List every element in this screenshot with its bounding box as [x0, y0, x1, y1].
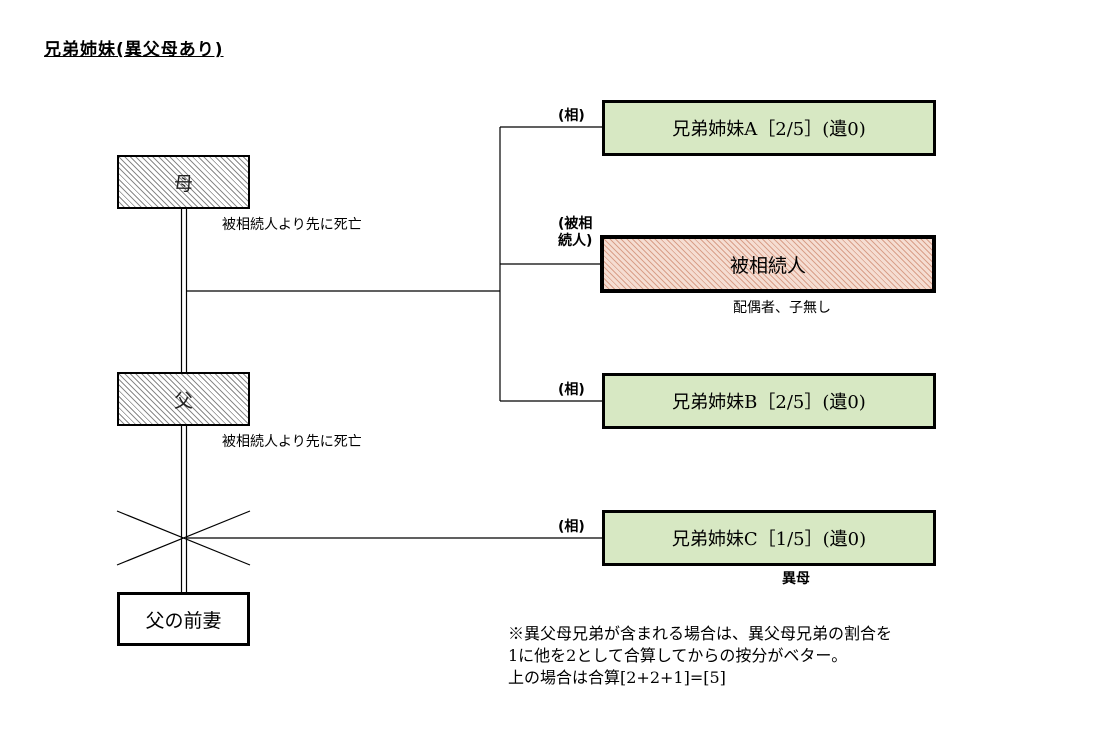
page-title: 兄弟姉妹(異父母あり) — [44, 40, 224, 60]
sibling-b-box: 兄弟姉妹B［2/5］(遺0) — [602, 373, 936, 429]
father-note: 被相続人より先に死亡 — [222, 434, 362, 450]
sibling-c-heir-mark: (相) — [558, 519, 585, 535]
decedent-note: 配偶者、子無し — [733, 300, 831, 316]
father-ex-wife-box: 父の前妻 — [117, 592, 250, 646]
mother-note: 被相続人より先に死亡 — [222, 217, 362, 233]
sibling-a-box: 兄弟姉妹A［2/5］(遺0) — [602, 100, 936, 156]
father-label: 父 — [173, 389, 193, 412]
sibling-b-heir-mark: (相) — [558, 382, 585, 398]
sibling-c-note: 異母 — [782, 571, 810, 587]
decedent-box: 被相続人 — [600, 235, 936, 293]
sibling-a-heir-mark: (相) — [558, 108, 585, 124]
decedent-mark-line1: (被相 — [558, 216, 593, 232]
divorce-cross-line-2 — [116, 510, 251, 566]
footnote-line-1: ※異父母兄弟が含まれる場合は、異父母兄弟の割合を — [508, 624, 893, 643]
father-box: 父 — [117, 372, 250, 426]
mother-label: 母 — [173, 172, 193, 195]
footnote-line-3: 上の場合は合算[2+2+1]=[5] — [508, 668, 726, 687]
footnote-line-2: 1に他を2として合算してからの按分がベター。 — [508, 646, 848, 665]
footnote: ※異父母兄弟が含まれる場合は、異父母兄弟の割合を 1に他を2として合算してからの… — [508, 623, 892, 689]
sibling-a-label: 兄弟姉妹A［2/5］(遺0) — [672, 119, 866, 140]
decedent-mark: (被相 続人) — [558, 216, 592, 250]
sibling-c-label: 兄弟姉妹C［1/5］(遺0) — [671, 529, 867, 550]
sibling-b-label: 兄弟姉妹B［2/5］(遺0) — [672, 392, 866, 413]
decedent-mark-line2: 続人) — [558, 233, 593, 249]
sibling-c-box: 兄弟姉妹C［1/5］(遺0) — [602, 510, 936, 566]
decedent-label: 被相続人 — [729, 254, 806, 277]
mother-box: 母 — [117, 155, 250, 209]
father-ex-wife-label: 父の前妻 — [145, 609, 222, 632]
